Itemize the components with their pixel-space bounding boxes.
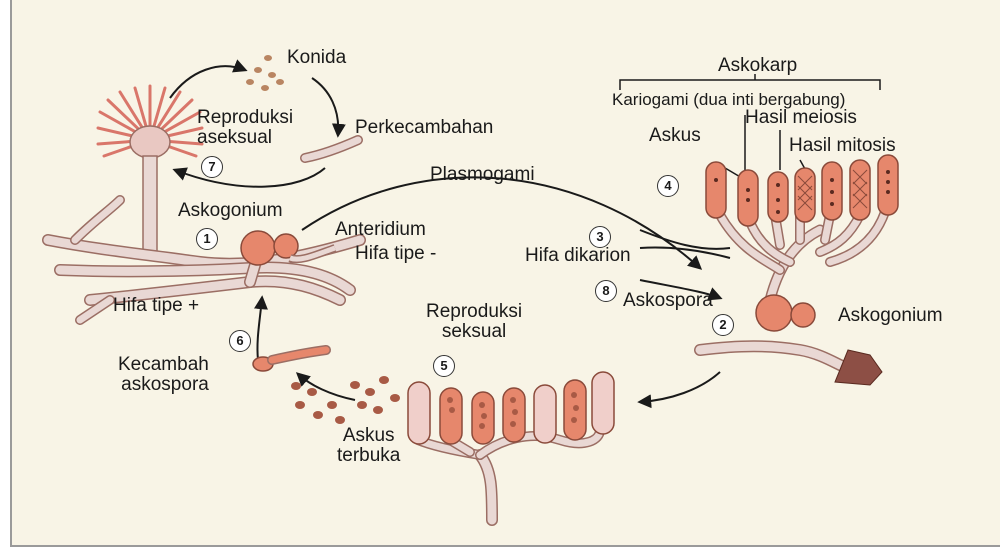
- hifa-tipe-plus-label: Hifa tipe +: [113, 296, 199, 316]
- conidia-spores: [246, 55, 284, 91]
- step-1-marker: 1: [196, 228, 218, 250]
- right-ascocarp-hyphae: [700, 212, 885, 371]
- reproduksi-aseksual-label: Reproduksi aseksual: [197, 108, 293, 148]
- step-6-marker: 6: [229, 330, 251, 352]
- hifa-tipe-minus-label: Hifa tipe -: [355, 244, 436, 264]
- askogonium-left-label: Askogonium: [178, 201, 283, 221]
- step-5-marker: 5: [433, 355, 455, 377]
- hasil-mitosis-label: Hasil mitosis: [789, 136, 896, 156]
- anteridium-label: Anteridium: [335, 220, 426, 240]
- askospora-label: Askospora: [623, 291, 713, 311]
- step-2-marker: 2: [712, 314, 734, 336]
- askus-label: Askus: [649, 126, 701, 146]
- plasmogami-label: Plasmogami: [430, 165, 535, 185]
- released-ascospores: [291, 376, 400, 424]
- askokarp-label: Askokarp: [718, 56, 797, 76]
- germinating-conidium: [305, 140, 358, 158]
- germinating-ascospore: [253, 350, 326, 371]
- bottom-branches: [418, 430, 600, 520]
- askus-terbuka-label: Askus terbuka: [337, 426, 400, 466]
- bottom-ascospores: [447, 392, 579, 429]
- step-7-marker: 7: [201, 156, 223, 178]
- bottom-asci: [408, 372, 614, 444]
- step-3-marker: 3: [589, 226, 611, 248]
- step-8-marker: 8: [595, 280, 617, 302]
- askogonium-right-label: Askogonium: [838, 306, 943, 326]
- konida-label: Konida: [287, 48, 346, 68]
- hasil-meiosis-label: Hasil meiosis: [745, 108, 857, 128]
- step-4-marker: 4: [657, 175, 679, 197]
- hifa-dikarion-label: Hifa dikarion: [525, 246, 631, 266]
- kecambah-askospora-label: Kecambah askospora: [118, 355, 209, 395]
- perkecambahan-label: Perkecambahan: [355, 118, 493, 138]
- reproduksi-seksual-label: Reproduksi seksual: [426, 302, 522, 342]
- conidiophore: [98, 86, 202, 255]
